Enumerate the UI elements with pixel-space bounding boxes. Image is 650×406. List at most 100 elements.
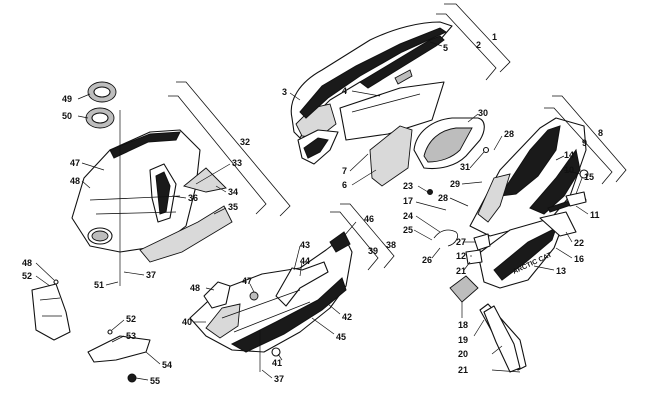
leader-11 [575, 205, 589, 215]
callout-48b: 48 [190, 283, 200, 293]
leader-52a [35, 275, 51, 287]
leader-17 [415, 201, 447, 211]
callout-5: 5 [443, 43, 448, 53]
callout-29: 29 [450, 179, 460, 189]
leader-23 [417, 185, 429, 193]
leader-46 [343, 221, 357, 237]
leader-31 [469, 151, 485, 169]
bracket-group-32 [176, 81, 291, 217]
console-body [71, 129, 201, 253]
callout-1: 1 [492, 32, 497, 42]
leader-13 [533, 265, 555, 271]
fastener-23 [427, 189, 433, 195]
callout-35: 35 [228, 202, 238, 212]
leader-15 [575, 177, 583, 195]
leader-3 [289, 92, 301, 101]
leader-51 [105, 281, 119, 286]
callout-49: 49 [62, 94, 72, 104]
callout-37b: 37 [274, 374, 284, 384]
button-47 [249, 291, 259, 301]
bracket-group-33 [168, 95, 267, 215]
callout-labels: 1 2 5 3 4 30 8 9 28 32 7 31 14 33 47 10 … [22, 32, 603, 386]
leader-49 [77, 93, 91, 100]
callout-28b: 28 [438, 193, 448, 203]
callout-42: 42 [342, 312, 352, 322]
leader-48a [81, 180, 91, 189]
gasket-50-inner [91, 112, 109, 124]
leader-35 [213, 207, 227, 215]
callout-38: 38 [386, 240, 396, 250]
callout-22: 22 [574, 238, 584, 248]
callout-10: 10 [564, 165, 574, 175]
clip-12 [465, 249, 483, 265]
gauge-cover-lens [423, 127, 473, 163]
bracket-46 [329, 231, 351, 253]
callout-19: 19 [458, 335, 468, 345]
callout-48c: 48 [22, 258, 32, 268]
console-bracket-36-face [155, 171, 171, 215]
callout-52b: 52 [126, 314, 136, 324]
lower-side-panel-stripe [493, 227, 557, 281]
windshield-trim [359, 35, 445, 89]
mount-48 [203, 281, 231, 309]
callout-2: 2 [476, 40, 481, 50]
callout-14: 14 [564, 150, 574, 160]
side-panel-graphic-1 [498, 125, 561, 197]
bracket-52-a [31, 283, 71, 341]
bracket-group-8 [552, 95, 627, 183]
mesh-panel-34 [183, 167, 227, 193]
callout-13: 13 [556, 266, 566, 276]
callout-27: 27 [456, 237, 466, 247]
leader-36 [171, 195, 187, 199]
callout-20: 20 [458, 349, 468, 359]
leader-14 [555, 155, 565, 161]
callout-41: 41 [272, 358, 282, 368]
console-assembly [71, 81, 233, 286]
leader-22 [565, 231, 573, 243]
callout-7: 7 [342, 166, 347, 176]
leader-55 [135, 377, 149, 381]
callout-48a: 48 [70, 176, 80, 186]
leader-43 [293, 245, 301, 271]
belly-pan-stripe [230, 277, 347, 353]
leader-30 [467, 113, 479, 123]
gasket-49-inner [93, 86, 111, 98]
leader-34 [215, 185, 227, 193]
bracket-27 [473, 233, 491, 251]
leader-26 [431, 247, 441, 259]
pan-rib [221, 289, 311, 333]
callout-37a: 37 [146, 270, 156, 280]
callout-36: 36 [188, 193, 198, 203]
leader-28b [449, 197, 469, 207]
belly-pan-mesh [205, 303, 241, 339]
leader-24 [415, 215, 441, 233]
leader-42 [327, 303, 341, 315]
leader-28a [493, 135, 503, 151]
screw-52-b [107, 329, 113, 335]
grouping-brackets [168, 3, 627, 271]
callout-55: 55 [150, 376, 160, 386]
bracket-group-1 [444, 3, 511, 73]
side-vent-panel [369, 125, 413, 187]
strip-20 [483, 305, 521, 373]
callout-28a: 28 [504, 129, 514, 139]
side-panel-assembly: ARCTIC CAT [427, 117, 589, 373]
leader-52b [111, 319, 125, 331]
small-brackets [31, 279, 151, 383]
leader-53 [111, 335, 125, 343]
leader-21a [463, 261, 471, 271]
trim-clip-22 [539, 211, 577, 237]
bracket-group-39 [330, 211, 379, 271]
bracket-52-a-line [39, 297, 62, 317]
hood-stripe [299, 27, 448, 119]
callout-47a: 47 [70, 158, 80, 168]
callout-6: 6 [342, 180, 347, 190]
leader-16 [555, 247, 573, 259]
leader-47b [249, 283, 255, 293]
callout-16: 16 [574, 254, 584, 264]
bracket-53-54 [87, 335, 151, 363]
callout-50: 50 [62, 111, 72, 121]
callout-53: 53 [126, 331, 136, 341]
callout-12: 12 [456, 251, 466, 261]
